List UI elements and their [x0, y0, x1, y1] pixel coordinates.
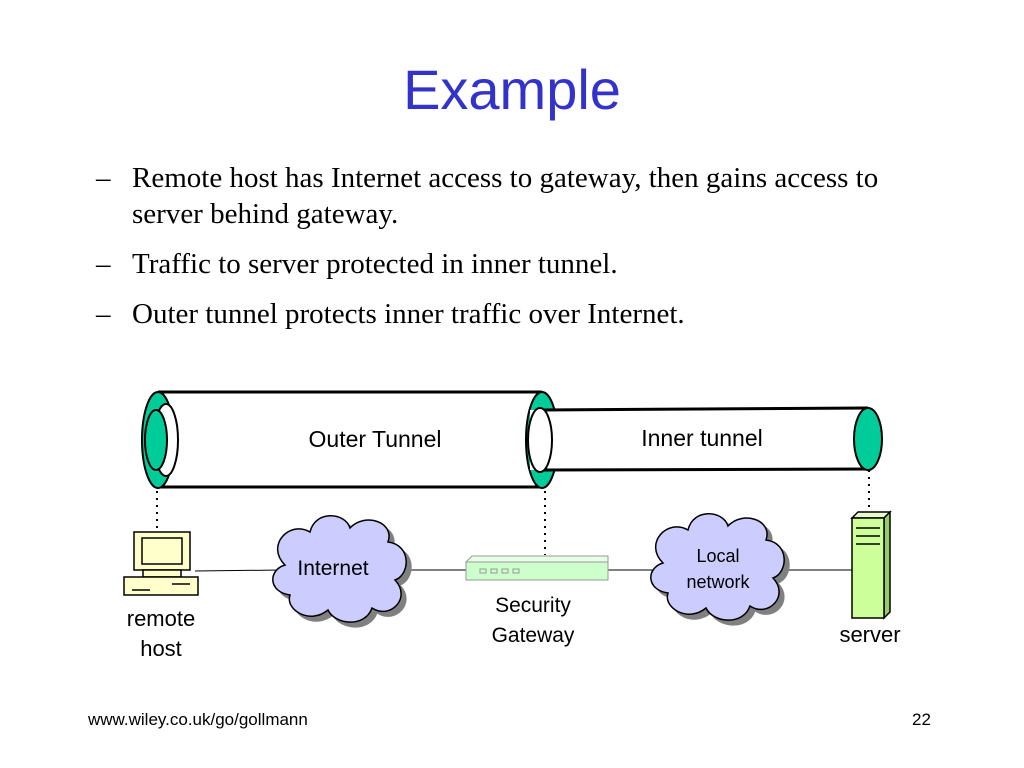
inner-tunnel — [525, 391, 883, 489]
local-network-cloud-icon — [650, 513, 785, 621]
bullet-item: – Remote host has Internet access to gat… — [96, 160, 956, 232]
outer-tunnel-label: Outer Tunnel — [309, 426, 442, 452]
inner-tunnel-label: Inner tunnel — [641, 425, 762, 451]
bullet-marker: – — [96, 298, 111, 330]
bullet-text: Outer tunnel protects inner traffic over… — [132, 298, 685, 330]
server-icon — [850, 510, 892, 620]
internet-label: Internet — [297, 557, 368, 580]
server-label: server — [839, 622, 900, 647]
gateway-label-line2: Gateway — [492, 624, 575, 647]
internet-cloud-icon — [272, 515, 407, 623]
slide-title: Example — [403, 58, 621, 121]
bullet-text: Remote host has Internet access to gatew… — [132, 162, 879, 230]
outer-tunnel — [141, 390, 542, 489]
local-network-label-line2: network — [686, 572, 750, 592]
inner-tunnel-right-end — [853, 407, 883, 471]
bullet-list: – Remote host has Internet access to gat… — [96, 160, 956, 346]
remote-host-computer-icon — [123, 531, 199, 596]
network-links — [194, 569, 852, 572]
remote-host-label-line2: host — [140, 636, 182, 661]
bullet-item: – Outer tunnel protects inner traffic ov… — [96, 296, 956, 332]
gateway-label-line1: Security — [495, 594, 571, 617]
bullet-text: Traffic to server protected in inner tun… — [132, 248, 618, 280]
bullet-marker: – — [96, 248, 111, 280]
remote-host-label-line1: remote — [127, 606, 195, 631]
page-number: 22 — [912, 710, 931, 729]
bullet-marker: – — [96, 162, 111, 194]
security-gateway-icon — [464, 555, 609, 581]
bullet-item: – Traffic to server protected in inner t… — [96, 246, 956, 282]
local-network-label-line1: Local — [696, 546, 739, 566]
footer-url: www.wiley.co.uk/go/gollmann — [88, 710, 308, 729]
